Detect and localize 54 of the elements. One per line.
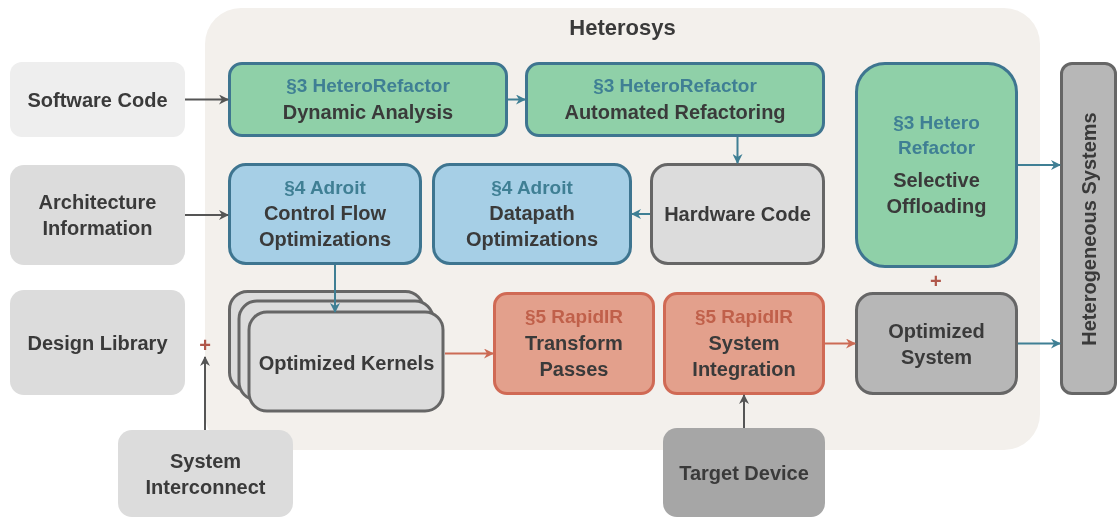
arrow xyxy=(184,94,229,105)
arrow xyxy=(732,136,743,164)
node-text: Control Flow Optimizations xyxy=(257,201,393,253)
arrow xyxy=(824,338,856,349)
module-label: §3 HeteroRefactor xyxy=(286,74,450,99)
process-box xyxy=(525,62,825,137)
node-text: System Integration xyxy=(691,330,797,382)
plus-sign: + xyxy=(930,271,942,291)
arrow xyxy=(1017,160,1061,170)
module-label: §4 Adroit xyxy=(491,175,573,200)
input-box xyxy=(10,165,185,265)
node-text: Transform Passes xyxy=(524,330,624,382)
arrow xyxy=(507,94,526,105)
node-text: Datapath Optimizations xyxy=(464,201,600,253)
arrow xyxy=(184,210,229,220)
process-box xyxy=(855,292,1018,395)
process-box xyxy=(650,163,825,265)
node-text: System Interconnect xyxy=(144,448,267,500)
node-text: Software Code xyxy=(27,87,168,113)
input-box xyxy=(10,62,185,137)
process-box xyxy=(493,292,655,395)
plus-sign: + xyxy=(197,333,213,357)
process-box xyxy=(663,292,825,395)
module-label: §5 RapidIR xyxy=(524,305,624,330)
node-text: Design Library xyxy=(27,330,168,356)
arrow xyxy=(200,356,210,431)
input-box xyxy=(10,290,185,395)
arrow xyxy=(631,209,651,219)
node-text: Optimized System xyxy=(887,318,986,370)
group-title: Heterosys xyxy=(569,14,676,42)
node-text: Automated Refactoring xyxy=(564,99,786,125)
node-text: Optimized Kernels xyxy=(258,350,435,376)
module-label: §4 Adroit xyxy=(284,175,366,200)
input-box xyxy=(663,428,825,517)
process-box xyxy=(432,163,632,265)
node-text: Architecture Information xyxy=(37,190,158,241)
node-text: Selective Offloading xyxy=(885,167,988,219)
arrow xyxy=(330,264,340,313)
node-text: Hardware Code xyxy=(664,202,811,227)
arrow xyxy=(1017,338,1061,349)
node-text: Heterogeneous Systems xyxy=(1076,111,1101,346)
process-box xyxy=(855,62,1018,268)
stacked-boxes xyxy=(228,290,445,413)
node-text: Dynamic Analysis xyxy=(282,99,454,125)
module-label: §3 Hetero Refactor xyxy=(892,111,981,160)
process-box xyxy=(1060,62,1117,395)
arrow xyxy=(444,348,494,359)
process-box xyxy=(228,62,508,137)
input-box xyxy=(118,430,293,517)
module-label: §5 RapidIR xyxy=(694,305,794,330)
module-label: §3 HeteroRefactor xyxy=(593,74,757,99)
arrow xyxy=(739,394,749,429)
node-text: Target Device xyxy=(679,460,809,486)
process-box xyxy=(228,163,422,265)
